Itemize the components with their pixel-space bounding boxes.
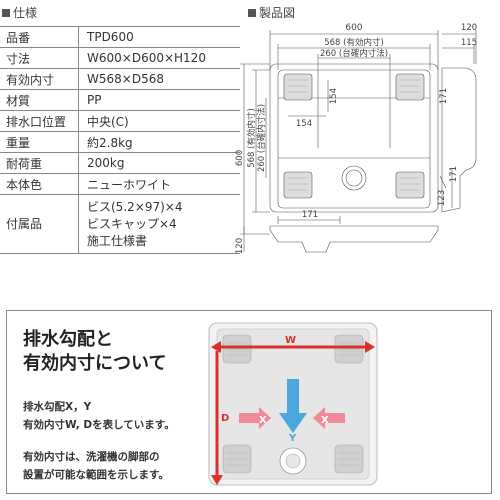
table-row: 付属品 ビス(5.2×97)×4 ビスキャップ×4 施工仕様書	[0, 194, 240, 254]
spec-label: 品番	[0, 26, 79, 48]
dim-side-inner: 115	[461, 38, 477, 48]
foot-pads	[283, 73, 425, 199]
spec-label: 本体色	[0, 173, 79, 195]
info-heading-line1: 排水勾配と	[23, 329, 113, 350]
spec-value: PP	[78, 89, 240, 111]
spec-label: 有効内寸	[0, 68, 79, 90]
tray-photo-diagram: W D X X Y	[208, 322, 378, 486]
dim-bottom-left: 171	[302, 210, 318, 220]
spec-label: 付属品	[0, 194, 79, 254]
dim-foot-height: 154	[329, 88, 339, 104]
list-item: ビスキャップ×4	[87, 216, 177, 231]
list-item: ビス(5.2×97)×4	[87, 199, 183, 214]
d-arrow-down-icon	[211, 475, 223, 485]
spec-label: 排水口位置	[0, 110, 79, 132]
dim-drain-bottom: 123	[437, 190, 447, 206]
dim-height-base: 260 (台確内寸法)	[256, 104, 267, 172]
info-heading-line2: 有効内寸について	[23, 353, 167, 374]
spec-value: 約2.8kg	[78, 131, 240, 153]
square-bullet-icon	[2, 9, 10, 17]
spec-label: 重量	[0, 131, 79, 153]
table-row: 重量約2.8kg	[0, 131, 240, 153]
spec-label: 寸法	[0, 47, 79, 69]
dim-width: 600	[345, 23, 362, 33]
x-arrow-left-icon	[313, 407, 345, 429]
y-arrow-down-icon	[279, 379, 307, 433]
dim-side-total: 120	[461, 23, 477, 33]
product-drawing: 600 568 (有効内寸) 260 (台確内寸法) 120 115 600 5…	[235, 23, 477, 254]
spec-value: W568×D568	[78, 68, 240, 90]
x-label-left: X	[259, 415, 267, 426]
info-para2-line1: 有効内寸は、洗濯機の脚部の	[23, 451, 160, 463]
dim-base-width: 260 (台確内寸法)	[320, 48, 388, 59]
y-label: Y	[288, 433, 297, 444]
drainage-info-panel: 排水勾配と 有効内寸について 排水勾配X，Y 有効内寸W, Dを表しています。 …	[6, 310, 492, 494]
spec-value: W600×D600×H120	[78, 47, 240, 69]
dim-drain-right: 171	[449, 166, 459, 182]
spec-value: 200kg	[78, 152, 240, 174]
info-para2-line2: 設置が可能な範囲を示します。	[23, 469, 169, 481]
spec-section-title: 仕様	[2, 4, 37, 21]
spec-label: 耐荷重	[0, 152, 79, 174]
w-arrow-right-icon	[365, 341, 375, 353]
dim-foot-width: 154	[296, 119, 312, 129]
drawing-section-title: 製品図	[248, 4, 295, 21]
accessory-list: ビス(5.2×97)×4 ビスキャップ×4 施工仕様書	[78, 194, 240, 254]
dim-height-total: 600	[235, 150, 245, 166]
spec-value: 中央(C)	[78, 110, 240, 132]
dim-inner-width: 568 (有効内寸)	[324, 37, 384, 48]
list-item: 施工仕様書	[87, 233, 148, 248]
table-row: 本体色ニューホワイト	[0, 173, 240, 195]
w-label: W	[285, 335, 296, 346]
spec-value: ニューホワイト	[78, 173, 240, 195]
d-label: D	[221, 413, 229, 424]
table-row: 排水口位置中央(C)	[0, 110, 240, 132]
dim-front-height: 120	[235, 238, 245, 254]
dim-side-top: 171	[439, 88, 449, 104]
info-para1-line2: 有効内寸W, Dを表しています。	[23, 419, 175, 431]
w-arrow-left-icon	[211, 341, 221, 353]
square-bullet-icon	[248, 9, 256, 17]
x-label-right: X	[321, 415, 329, 426]
dim-height-inner: 568 (有効内寸)	[246, 108, 257, 168]
x-arrow-right-icon	[239, 407, 271, 429]
spec-value: TPD600	[78, 26, 240, 48]
info-para1-line1: 排水勾配X，Y	[23, 401, 92, 413]
spec-label: 材質	[0, 89, 79, 111]
